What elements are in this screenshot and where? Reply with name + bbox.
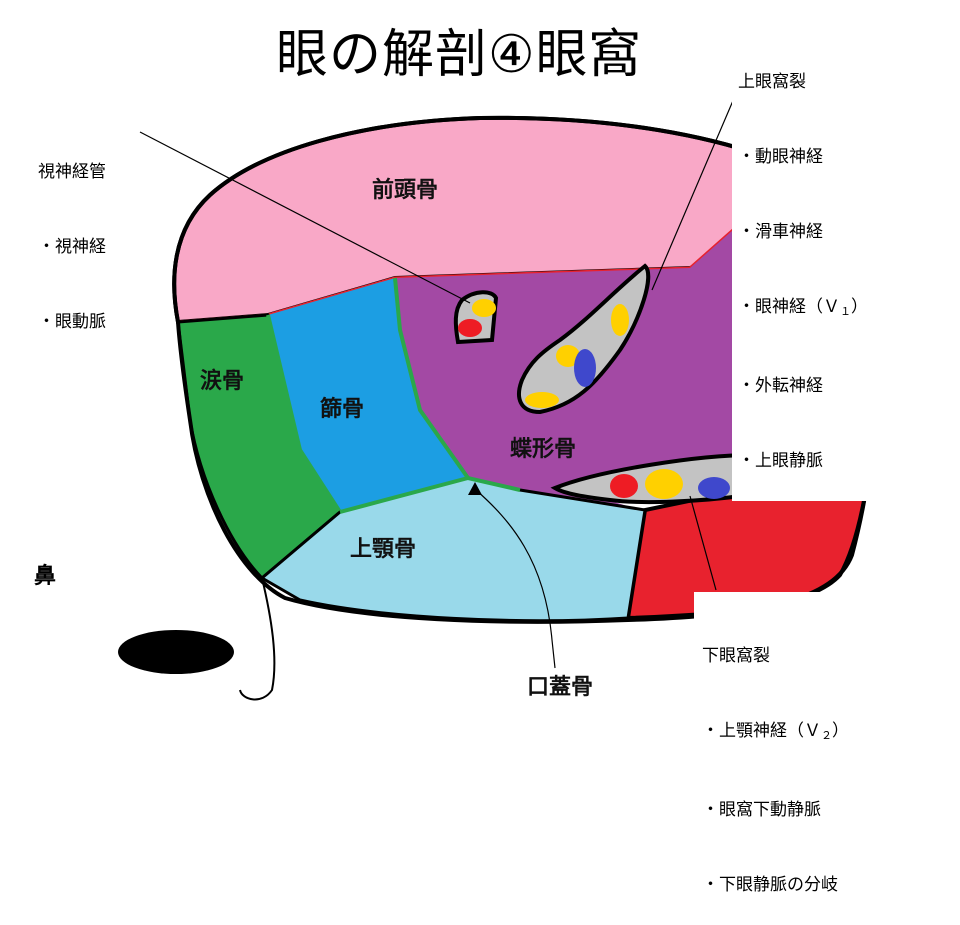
iof-dot-3 — [698, 477, 730, 499]
sof-item: ・上眼静脈 — [738, 449, 900, 474]
iof-heading: 下眼窩裂 — [702, 644, 902, 669]
sof-v-subscript: １ — [840, 305, 851, 318]
sof-v-close: ） — [851, 297, 868, 317]
iof-v-close: ） — [832, 721, 849, 741]
lacrimal-label: 涙骨 — [200, 368, 244, 394]
sof-dot-4 — [525, 392, 559, 408]
inferior-orbital-fissure-callout: 下眼窩裂 ・上顎神経（Ｖ２） ・眼窩下動静脈 ・下眼静脈の分岐 — [694, 592, 910, 925]
optic-nerve-dot — [472, 299, 496, 317]
frontal-label: 前頭骨 — [372, 177, 438, 203]
ophthalmic-artery-dot — [458, 319, 482, 337]
iof-item-v2-text: ・上顎神経（Ｖ — [702, 721, 821, 741]
oc-item: ・視神経 — [38, 235, 106, 260]
oc-item: ・眼動脈 — [38, 310, 106, 335]
iof-v-subscript: ２ — [821, 729, 832, 742]
iof-item: ・下眼静脈の分岐 — [702, 873, 902, 898]
iof-dot-2 — [645, 469, 683, 499]
palatine-label: 口蓋骨 — [527, 674, 593, 700]
nose-shape — [118, 630, 234, 674]
iof-item-v2: ・上顎神経（Ｖ２） — [702, 719, 902, 748]
sof-item-v1-text: ・眼神経（Ｖ — [738, 297, 840, 317]
superior-orbital-fissure-callout: 上眼窩裂 ・動眼神経 ・滑車神経 ・眼神経（Ｖ１） ・外転神経 ・上眼静脈 — [732, 18, 906, 501]
iof-dot-1 — [610, 474, 638, 498]
sof-heading: 上眼窩裂 — [738, 70, 900, 95]
nose-label: 鼻 — [34, 558, 56, 590]
sof-item: ・滑車神経 — [738, 220, 900, 245]
sphenoid-label: 蝶形骨 — [510, 437, 576, 462]
sof-item: ・動眼神経 — [738, 145, 900, 170]
ethmoid-label: 篩骨 — [320, 396, 364, 422]
optic-canal-callout: 視神経管 ・視神経 ・眼動脈 — [34, 110, 110, 360]
sof-item: ・外転神経 — [738, 374, 900, 399]
sof-dot-1 — [611, 304, 629, 336]
iof-item: ・眼窩下動静脈 — [702, 798, 902, 823]
maxilla-label: 上顎骨 — [350, 537, 416, 562]
sof-item-v1: ・眼神経（Ｖ１） — [738, 295, 900, 324]
sof-dot-3 — [574, 349, 596, 387]
oc-heading: 視神経管 — [38, 160, 106, 185]
